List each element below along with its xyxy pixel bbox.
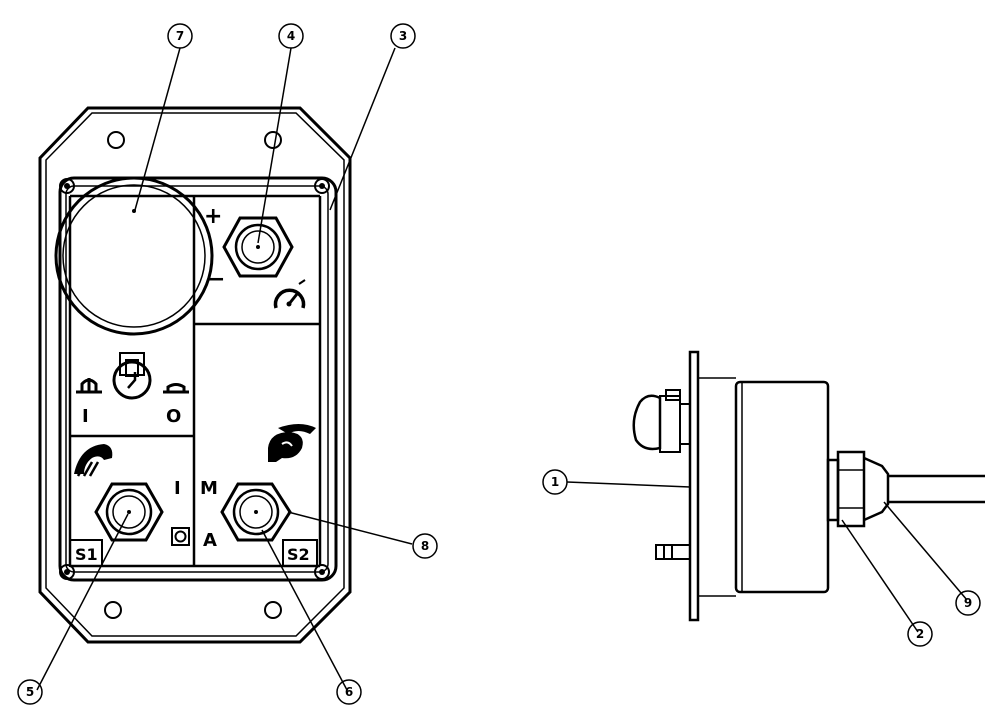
water-spray-switch [94,482,164,542]
mounting-plate-inner [45,112,345,637]
callout-3: 3 [390,23,416,49]
mounting-hole [264,601,282,619]
mode-m-label: M [200,478,218,499]
callout-1: 1 [542,469,568,495]
svg-text:5: 5 [26,685,34,699]
position-zero-label: O [166,406,181,427]
svg-text:4: 4 [287,29,295,43]
side-enclosure [734,380,830,594]
svg-text:3: 3 [399,29,407,43]
mounting-plate [38,106,352,644]
mounting-hole [107,131,125,149]
callout-9: 9 [955,590,981,616]
key-switch-icon [112,352,152,400]
push-button-up-icon [76,378,102,394]
fan-icon [268,424,316,462]
corner-screw [314,564,330,580]
side-emergency-button [632,389,691,453]
position-one-label: I [82,406,89,427]
side-switch-shaft [655,544,691,560]
callouts: 7 4 3 5 6 8 1 2 [17,23,981,705]
corner-screw [314,178,330,194]
side-panel-plate [688,350,700,622]
corner-screw [59,178,75,194]
svg-text:7: 7 [176,29,184,43]
mode-a-label: A [203,530,217,551]
svg-text:8: 8 [421,539,429,553]
position-one-right-label: I [174,478,181,499]
callout-8: 8 [412,533,438,559]
callout-6: 6 [336,679,362,705]
emergency-stop-button [54,176,214,336]
callout-2: 2 [907,621,933,647]
svg-text:1: 1 [551,475,559,489]
plus-label: + [204,204,222,229]
minus-label: − [207,267,225,292]
s2-tag: S2 [282,539,318,567]
s1-tag: S1 [69,539,103,567]
front-view: + − I O [38,106,352,644]
enclosure-outer [58,176,338,582]
cable-gland [826,450,890,528]
indicator-light [171,527,190,546]
svg-text:2: 2 [916,627,924,641]
side-view [632,350,985,622]
callout-7: 7 [167,23,193,49]
mounting-hole [104,601,122,619]
svg-text:S1: S1 [75,545,98,564]
mounting-hole [264,131,282,149]
svg-text:6: 6 [345,685,353,699]
water-spray-icon [74,444,113,477]
svg-text:S2: S2 [287,545,310,564]
enclosure-inner [65,185,329,573]
speed-potentiometer [222,216,294,278]
fan-mode-switch [220,482,292,542]
callout-5: 5 [17,679,43,705]
cable [888,474,985,504]
push-button-down-icon [163,383,189,394]
corner-screw [59,564,75,580]
speedometer-icon [273,279,306,309]
svg-text:9: 9 [964,596,972,610]
callout-4: 4 [278,23,304,49]
